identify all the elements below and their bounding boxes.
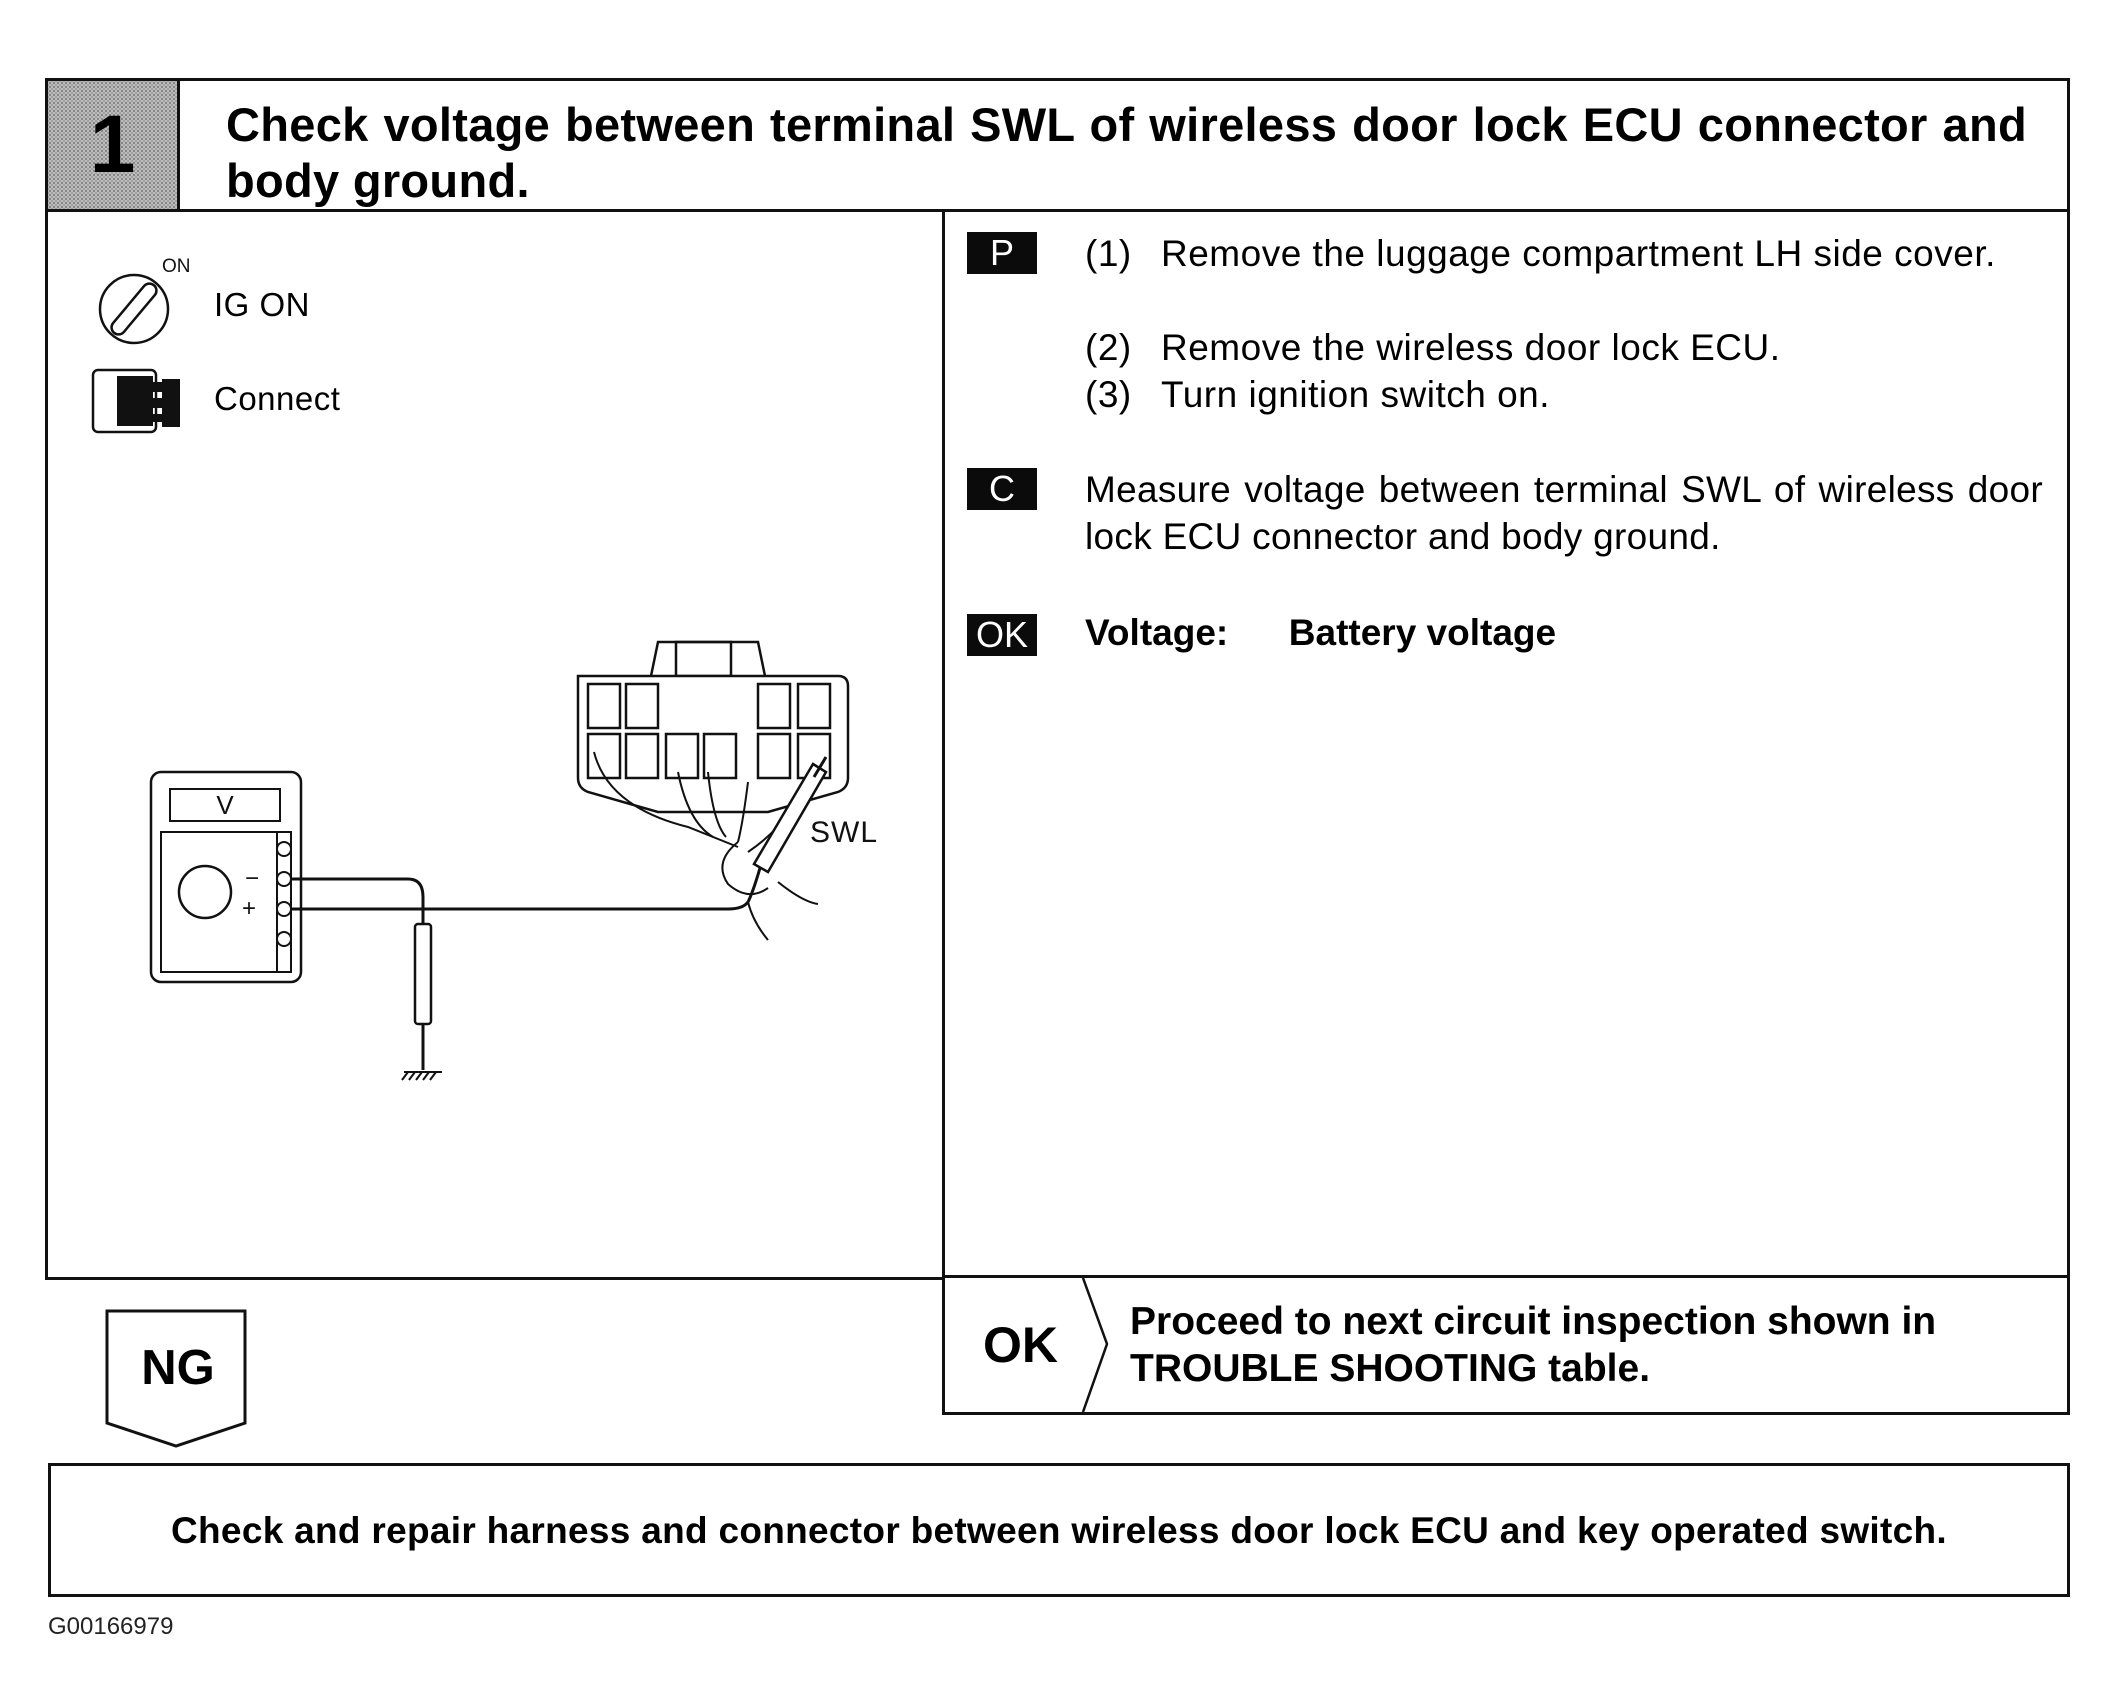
- ng-result-text: Check and repair harness and connector b…: [171, 1510, 1947, 1551]
- ok-result-box: OK Proceed to next circuit inspection sh…: [942, 1275, 2070, 1415]
- connector-icon: [91, 368, 180, 434]
- ground-probe: [413, 922, 433, 1070]
- ng-result-label: NG: [141, 1341, 215, 1395]
- meter-plus-sign: +: [242, 895, 256, 922]
- prep-tag: P: [967, 232, 1037, 274]
- illustration-panel: ON V − +: [45, 209, 945, 1280]
- ng-result-box: Check and repair harness and connector b…: [48, 1463, 2070, 1597]
- step-header: 1 Check voltage between terminal SWL of …: [45, 78, 2070, 212]
- procedure-step: (1) Remove the luggage compartment LH si…: [1085, 230, 2043, 277]
- terminal-swl-label: SWL: [810, 816, 878, 849]
- ng-arrow-icon: [105, 1309, 247, 1448]
- step-index: (2): [1085, 327, 1132, 368]
- step-text: Remove the wireless door lock ECU.: [1161, 327, 1781, 368]
- step-text: Remove the luggage compartment LH side c…: [1161, 233, 1996, 274]
- procedure-step: (2) Remove the wireless door lock ECU.: [1085, 324, 2043, 371]
- step-index: (3): [1085, 374, 1132, 415]
- step-title: Check voltage between terminal SWL of wi…: [226, 98, 2027, 207]
- spec-label: Voltage:: [1085, 612, 1229, 653]
- ignition-label: IG ON: [214, 286, 311, 323]
- figure-code: G00166979: [48, 1613, 174, 1640]
- ignition-on-superscript: ON: [162, 256, 191, 277]
- check-tag: C: [967, 468, 1037, 510]
- ok-result-text: Proceed to next circuit inspection shown…: [1130, 1300, 1937, 1390]
- ground-symbol-icon: [401, 1071, 442, 1081]
- meter-unit-label: V: [216, 790, 234, 820]
- test-leads: [291, 877, 750, 924]
- connector-label: Connect: [214, 380, 341, 417]
- spec-line: Voltage: Battery voltage: [1085, 612, 1556, 654]
- ok-result-label: OK: [983, 1317, 1058, 1373]
- ok-tag: OK: [967, 614, 1037, 656]
- voltmeter: V − +: [149, 770, 303, 984]
- ok-arrow-divider: [1081, 1278, 1109, 1412]
- step-text: Turn ignition switch on.: [1161, 374, 1551, 415]
- check-instruction: Measure voltage between terminal SWL of …: [1085, 469, 2043, 557]
- meter-minus-sign: −: [245, 865, 259, 892]
- ecu-connector: [576, 640, 850, 814]
- ignition-key-icon: [98, 273, 170, 345]
- procedure-step: (3) Turn ignition switch on.: [1085, 371, 2043, 418]
- wiring-diagram: ON V − +: [91, 256, 878, 1081]
- procedure-panel: P (1) Remove the luggage compartment LH …: [942, 209, 2070, 1278]
- step-number: 1: [48, 81, 180, 209]
- spec-value: Battery voltage: [1288, 612, 1557, 653]
- back-probe: [746, 756, 828, 903]
- step-index: (1): [1085, 233, 1132, 274]
